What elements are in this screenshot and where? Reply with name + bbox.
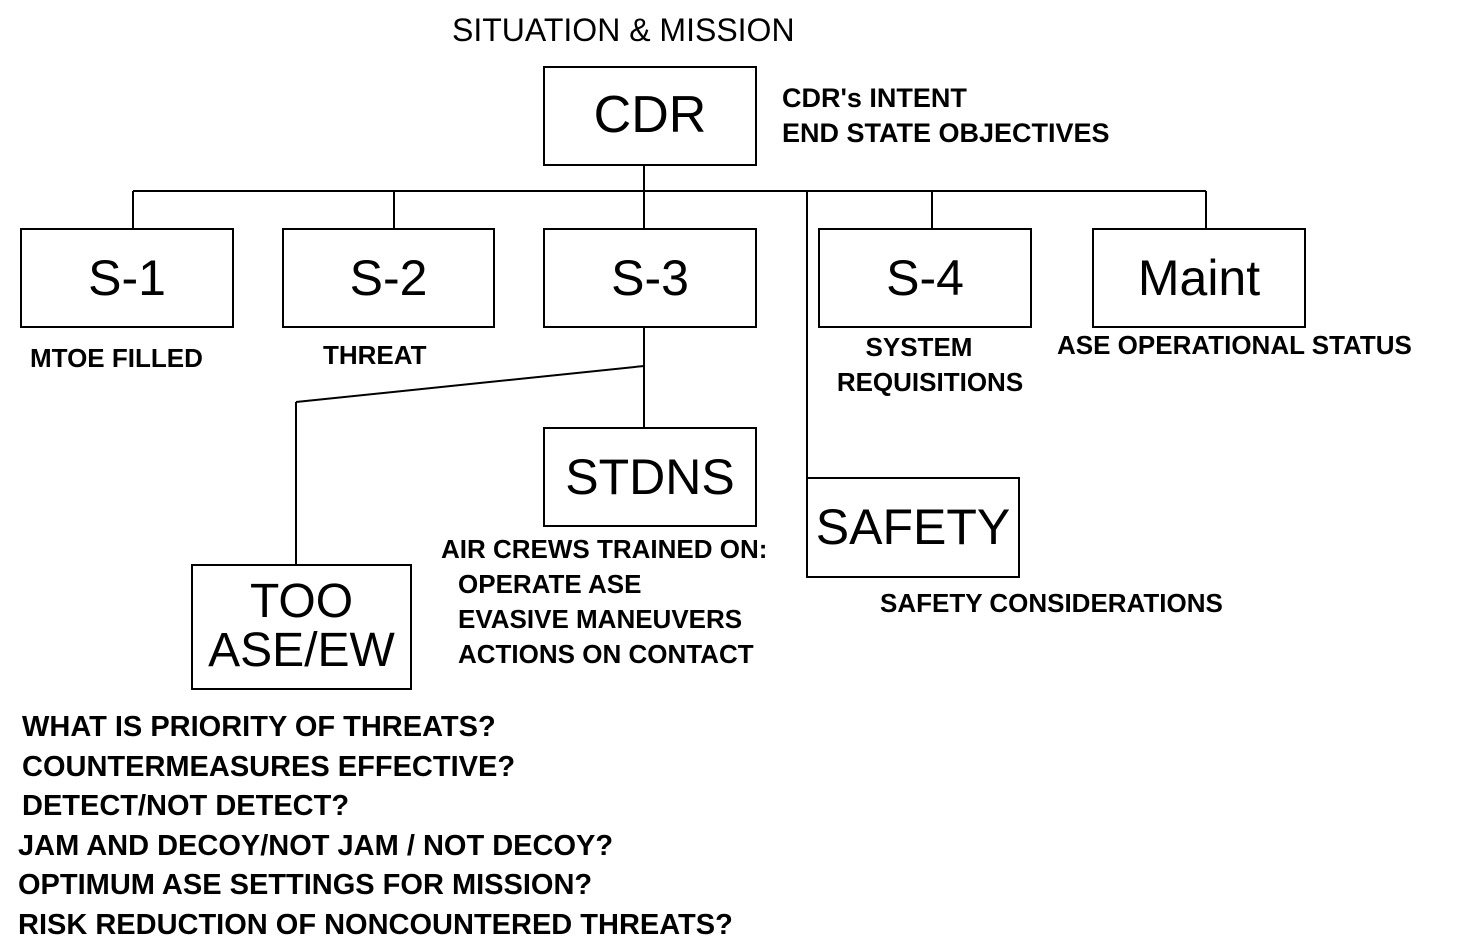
s2-annotation: THREAT (323, 340, 427, 370)
threat-questions-list: WHAT IS PRIORITY OF THREATS? COUNTERMEAS… (18, 708, 733, 945)
s1-node: S-1 (20, 228, 234, 328)
too-node-line-1: TOO (249, 575, 354, 629)
s1-node-label: S-1 (88, 249, 166, 306)
question-item: JAM AND DECOY/NOT JAM / NOT DECOY? (18, 829, 614, 862)
stdns-item-operate-ase: OPERATE ASE (458, 569, 642, 599)
s4-annotation-line-1: SYSTEM (865, 332, 973, 362)
maint-node-label: Maint (1137, 249, 1261, 306)
maint-annotation: ASE OPERATIONAL STATUS (1057, 330, 1412, 360)
stdns-node: STDNS (543, 427, 757, 527)
s4-annotation-line-2: REQUISITIONS (836, 367, 1024, 397)
s1-annotation: MTOE FILLED (30, 343, 203, 373)
stdns-annotation-heading: AIR CREWS TRAINED ON: (441, 534, 768, 564)
too-node-line-2: ASE/EW (208, 624, 395, 677)
stdns-item-evasive-maneuvers: EVASIVE MANEUVERS (458, 604, 743, 634)
s3-to-too-diagonal (295, 365, 645, 403)
cdr-intent-text: CDR's INTENT (782, 83, 967, 113)
question-item: WHAT IS PRIORITY OF THREATS? (22, 711, 496, 743)
cdr-node: CDR (543, 66, 757, 166)
s4-node-label: S-4 (886, 249, 964, 306)
question-item: OPTIMUM ASE SETTINGS FOR MISSION? (18, 869, 593, 901)
safety-annotation: SAFETY CONSIDERATIONS (880, 588, 1223, 618)
stdns-node-label: STDNS (565, 448, 735, 505)
safety-node-label: SAFETY (815, 499, 1011, 555)
diagram-title: SITUATION & MISSION (452, 12, 795, 48)
s2-node-label: S-2 (349, 249, 428, 306)
s3-node-label: S-3 (611, 249, 689, 306)
question-item: COUNTERMEASURES EFFECTIVE? (22, 750, 516, 783)
cdr-objectives-text: END STATE OBJECTIVES (782, 118, 1110, 148)
too-ase-ew-node: TOO ASE/EW (191, 564, 412, 690)
question-item: DETECT/NOT DETECT? (22, 790, 350, 822)
safety-node: SAFETY (806, 477, 1020, 578)
cdr-annotation: CDR's INTENT END STATE OBJECTIVES (782, 81, 1110, 151)
s4-annotation: SYSTEM REQUISITIONS (827, 330, 1033, 400)
s2-node: S-2 (282, 228, 495, 328)
s3-node: S-3 (543, 228, 757, 328)
stdns-item-actions-on-contact: ACTIONS ON CONTACT (458, 639, 754, 669)
maint-node: Maint (1092, 228, 1306, 328)
cdr-node-label: CDR (593, 86, 707, 145)
s4-node: S-4 (818, 228, 1032, 328)
stdns-annotation: AIR CREWS TRAINED ON: OPERATE ASE EVASIV… (441, 532, 767, 672)
question-item: RISK REDUCTION OF NONCOUNTERED THREATS? (18, 908, 733, 941)
